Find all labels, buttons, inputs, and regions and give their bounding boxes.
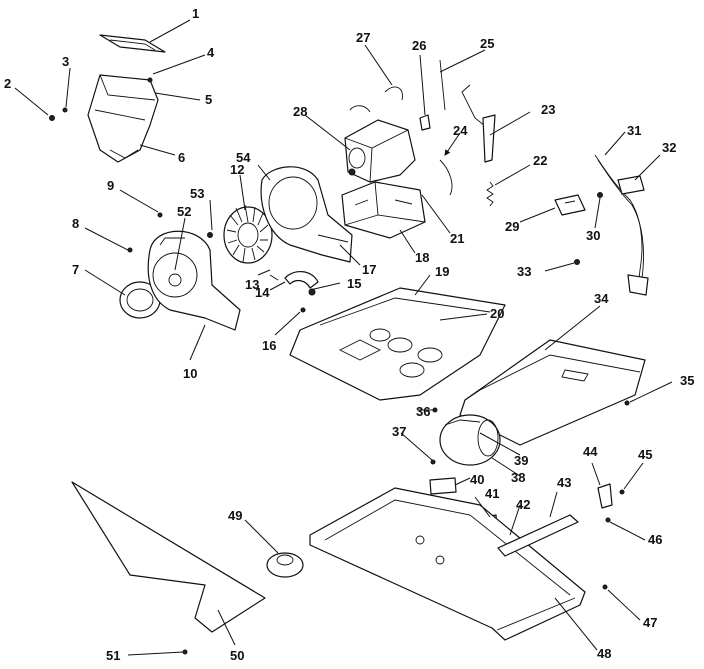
- callout-38: 38: [511, 470, 525, 485]
- callout-4: 4: [207, 45, 215, 60]
- part-10-blower-housing: [147, 230, 241, 331]
- callout-51: 51: [106, 648, 120, 663]
- callout-15: 15: [347, 276, 361, 291]
- part-38-drive-motor: [439, 414, 501, 466]
- callout-48: 48: [597, 646, 611, 661]
- part-24-rod: [439, 159, 453, 196]
- callout-25: 25: [480, 36, 494, 51]
- callout-43: 43: [557, 475, 571, 490]
- callout-6: 6: [178, 150, 185, 165]
- callout-26: 26: [412, 38, 426, 53]
- part-22-spring: [486, 181, 494, 207]
- callout-49: 49: [228, 508, 242, 523]
- callout-36: 36: [416, 404, 430, 419]
- part-30-screw: [597, 192, 603, 198]
- part-51-screw: [182, 649, 188, 655]
- part-12-blower-wheel: [223, 204, 273, 264]
- callout-40: 40: [470, 472, 484, 487]
- part-54-rear-housing: [260, 166, 353, 263]
- part-29-switch: [554, 194, 586, 216]
- part-13-fastener: [269, 274, 279, 281]
- callout-28: 28: [293, 104, 307, 119]
- callout-23: 23: [541, 102, 555, 117]
- part-46-screw: [605, 517, 611, 523]
- callout-34: 34: [594, 291, 609, 306]
- part-35-screw: [624, 400, 630, 406]
- callout-41: 41: [485, 486, 499, 501]
- part-4-screw: [147, 77, 153, 83]
- callout-52: 52: [177, 204, 191, 219]
- callout-18: 18: [415, 250, 429, 265]
- callout-17: 17: [362, 262, 376, 277]
- callout-12: 12: [230, 162, 244, 177]
- callout-3: 3: [62, 54, 69, 69]
- callout-13: 13: [245, 277, 259, 292]
- callout-5: 5: [205, 92, 212, 107]
- callout-21: 21: [450, 231, 464, 246]
- callout-32: 32: [662, 140, 676, 155]
- part-48-base-frame: [309, 487, 586, 641]
- callout-7: 7: [72, 262, 79, 277]
- part-33-screw: [574, 259, 580, 265]
- callout-42: 42: [516, 497, 530, 512]
- callout-46: 46: [648, 532, 662, 547]
- part-27-spring-clip: [384, 86, 403, 101]
- callout-44: 44: [583, 444, 598, 459]
- part-49-foot: [266, 552, 304, 578]
- part-14-clamp: [284, 271, 319, 313]
- part-47-screw: [602, 584, 608, 590]
- callout-labels: 1 2 3 4 5 6 7 8 9 10 12 13 14 15 16 17 1…: [4, 6, 694, 663]
- callout-2: 2: [4, 76, 11, 91]
- part-9-screw: [157, 212, 163, 218]
- callout-19: 19: [435, 264, 449, 279]
- callout-35: 35: [680, 373, 694, 388]
- callout-9: 9: [107, 178, 114, 193]
- part-53-nut: [207, 232, 213, 238]
- callout-53: 53: [190, 186, 204, 201]
- part-20-base-plate: [289, 287, 506, 401]
- callout-45: 45: [638, 447, 652, 462]
- callout-50: 50: [230, 648, 244, 663]
- part-3-screw: [62, 107, 68, 113]
- callout-22: 22: [533, 153, 547, 168]
- part-50-panel: [71, 481, 266, 633]
- callout-20: 20: [490, 306, 504, 321]
- part-31-wire-harness: [594, 154, 649, 296]
- callout-54: 54: [236, 150, 251, 165]
- part-26-clip: [419, 114, 431, 131]
- part-37-screw: [430, 459, 436, 465]
- callout-10: 10: [183, 366, 197, 381]
- part-25-rod: [439, 59, 491, 131]
- part-8-screw: [127, 247, 133, 253]
- callout-14: 14: [255, 285, 270, 300]
- callout-27: 27: [356, 30, 370, 45]
- callout-30: 30: [586, 228, 600, 243]
- callout-16: 16: [262, 338, 276, 353]
- part-34-top-panel: [459, 339, 646, 446]
- part-23-arm: [482, 114, 496, 163]
- part-42-rail: [497, 514, 579, 557]
- callout-47: 47: [643, 615, 657, 630]
- part-2-screw: [49, 115, 55, 121]
- part-44-bracket: [597, 483, 613, 509]
- callout-37: 37: [392, 424, 406, 439]
- part-6-air-duct: [87, 74, 159, 163]
- callout-8: 8: [72, 216, 79, 231]
- part-18-motor-bracket: [341, 181, 426, 239]
- leader-lines: [14, 19, 673, 656]
- part-28-motor: [344, 105, 416, 183]
- callout-31: 31: [627, 123, 641, 138]
- callout-33: 33: [517, 264, 531, 279]
- callout-29: 29: [505, 219, 519, 234]
- callout-39: 39: [514, 453, 528, 468]
- callout-24: 24: [453, 123, 468, 138]
- part-1-gasket: [99, 34, 166, 53]
- part-45-screw: [619, 489, 625, 495]
- callout-1: 1: [192, 6, 199, 21]
